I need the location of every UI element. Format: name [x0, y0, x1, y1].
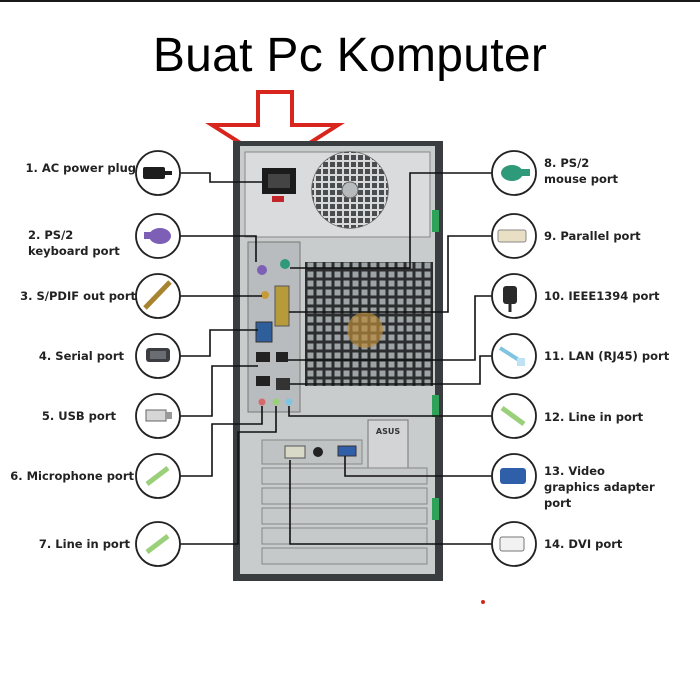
label-video-graphics-adapter-port: 13. Video graphics adapter port	[544, 463, 664, 511]
label-parallel-port: 9. Parallel port	[544, 228, 641, 244]
label-ieee1394-port: 10. IEEE1394 port	[544, 288, 660, 304]
label-lan-rj45-port: 11. LAN (RJ45) port	[544, 348, 669, 364]
line-in-jack-icon	[136, 522, 180, 566]
line-in-jack-icon	[492, 394, 536, 438]
red-dot	[481, 600, 485, 604]
label-line-in-port-left: 7. Line in port	[8, 536, 130, 552]
label-ps2-mouse-port: 8. PS/2 mouse port	[544, 155, 624, 187]
computer-tower: ASUS	[233, 141, 443, 581]
ps2-keyboard-connector-icon	[136, 214, 180, 258]
label-serial-port: 4. Serial port	[8, 348, 124, 364]
parallel-connector-icon	[492, 214, 536, 258]
label-ac-power-plug: 1. AC power plug	[8, 160, 136, 176]
ieee1394-connector-icon	[492, 274, 536, 318]
label-ps2-keyboard-port: 2. PS/2 keyboard port	[28, 227, 134, 259]
spdif-cable-icon	[136, 274, 180, 318]
ac-power-plug-icon	[136, 151, 180, 195]
vga-connector-icon	[492, 454, 536, 498]
dvi-connector-icon	[492, 522, 536, 566]
label-usb-port: 5. USB port	[8, 408, 116, 424]
label-line-in-port-right: 12. Line in port	[544, 409, 643, 425]
ps2-mouse-connector-icon	[492, 151, 536, 195]
label-spdif-out-port: 3. S/PDIF out port	[8, 288, 136, 304]
microphone-jack-icon	[136, 454, 180, 498]
label-microphone-port: 6. Microphone port	[8, 468, 134, 484]
tower-badge: ASUS	[376, 427, 400, 436]
rear-fan-grill	[305, 262, 433, 386]
label-dvi-port: 14. DVI port	[544, 536, 622, 552]
lan-rj45-connector-icon	[492, 334, 536, 378]
serial-connector-icon	[136, 334, 180, 378]
usb-connector-icon	[136, 394, 180, 438]
